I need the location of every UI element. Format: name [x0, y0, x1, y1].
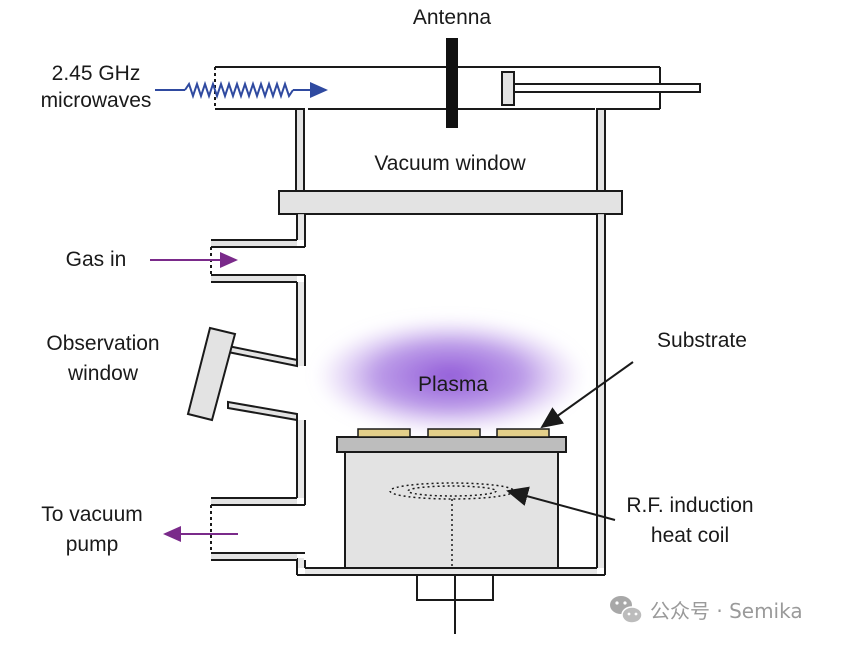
vacuum-pump-label: To vacuum	[41, 503, 143, 526]
substrate-label: Substrate	[657, 329, 747, 352]
chamber-wall-fill	[298, 214, 604, 574]
watermark: 公众号 · Semika	[610, 596, 803, 624]
observation-port	[186, 326, 298, 422]
substrate-holder	[336, 436, 567, 569]
microwave-label: microwaves	[41, 89, 152, 112]
plasma-cloud	[315, 318, 585, 434]
vacuum-window-label: Vacuum window	[374, 152, 526, 175]
vacuum-pump-port	[210, 497, 305, 561]
rf-coil-pointer	[506, 486, 616, 521]
substrate-pointer	[540, 361, 634, 429]
wechat-icon	[610, 596, 643, 624]
microwave-label: 2.45 GHz	[52, 62, 141, 85]
substrate-1	[357, 428, 411, 438]
substrate-3	[496, 428, 550, 438]
gas-in-label: Gas in	[66, 248, 127, 271]
substrate-2	[427, 428, 481, 438]
vacuum-window-plate	[278, 190, 623, 215]
antenna	[446, 38, 458, 128]
watermark-text: 公众号 · Semika	[650, 599, 803, 623]
rf-coil-label: R.F. induction	[626, 494, 753, 517]
support-stand	[416, 574, 494, 634]
substrates	[357, 428, 550, 438]
plasma-label: Plasma	[418, 373, 488, 396]
observation-window-label: Observation	[46, 332, 159, 355]
vacuum-pump-label: pump	[66, 533, 119, 556]
tuning-plunger	[501, 71, 701, 106]
microwave-arrow	[155, 80, 328, 100]
observation-window-label: window	[67, 362, 139, 385]
antenna-label: Antenna	[413, 6, 492, 29]
rf-coil-label: heat coil	[651, 524, 729, 547]
